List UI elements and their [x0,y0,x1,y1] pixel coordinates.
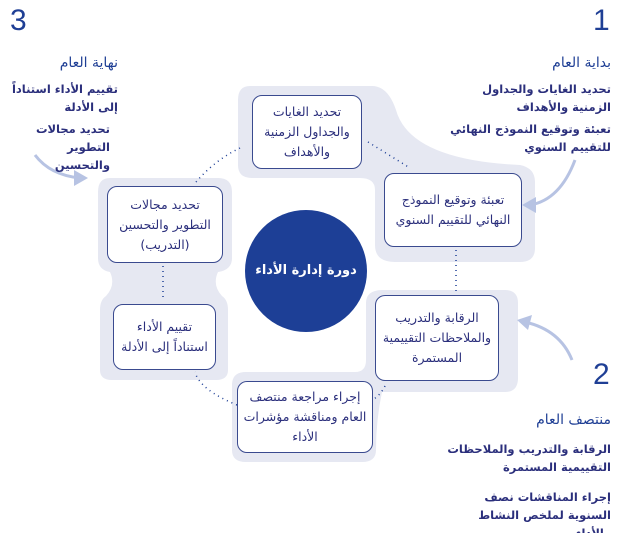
step-monitoring: الرقابة والتدريب والملاحظات التقييمية ال… [375,295,499,381]
phase-2-number: 2 [593,358,610,391]
phase-2-item: الرقابة والتدريب والملاحظات التقييمية ال… [447,442,611,474]
phase-1-item: تعبئة وتوقيع النموذج النهائي للتقييم الس… [450,122,611,154]
step-evaluate: تقييم الأداء استناداً إلى الأدلة [113,304,216,370]
phase-1-item: تحديد الغايات والجداول الزمنية والأهداف [482,82,611,114]
step-midyear-review: إجراء مراجعة منتصف العام ومناقشة مؤشرات … [237,381,373,453]
phase-3-item: تقييم الأداء استناداً إلى الأدلة [11,82,118,114]
phase-3-number: 3 [10,4,27,37]
phase-3-title: نهاية العام [59,55,118,71]
phase-2-item: إجراء المناقشات نصف السنوية لملخص النشاط… [478,490,611,533]
arrow-phase2 [524,320,574,361]
phase-3-item: تحديد مجالات التطوير والتحسين [35,122,110,172]
step-development: تحديد مجالات التطوير والتحسين (التدريب) [107,186,223,263]
step-set-goals: تحديد الغايات والجداول الزمنية والأهداف [252,95,362,169]
arrow-phase1 [529,159,577,207]
step-final-form: تعبئة وتوقيع النموذج النهائي للتقييم الس… [384,173,522,247]
phase-1-title: بداية العام [552,55,611,71]
phase-2-title: منتصف العام [536,412,611,428]
cycle-center: دورة إدارة الأداء [245,210,367,332]
phase-1-number: 1 [593,4,610,37]
